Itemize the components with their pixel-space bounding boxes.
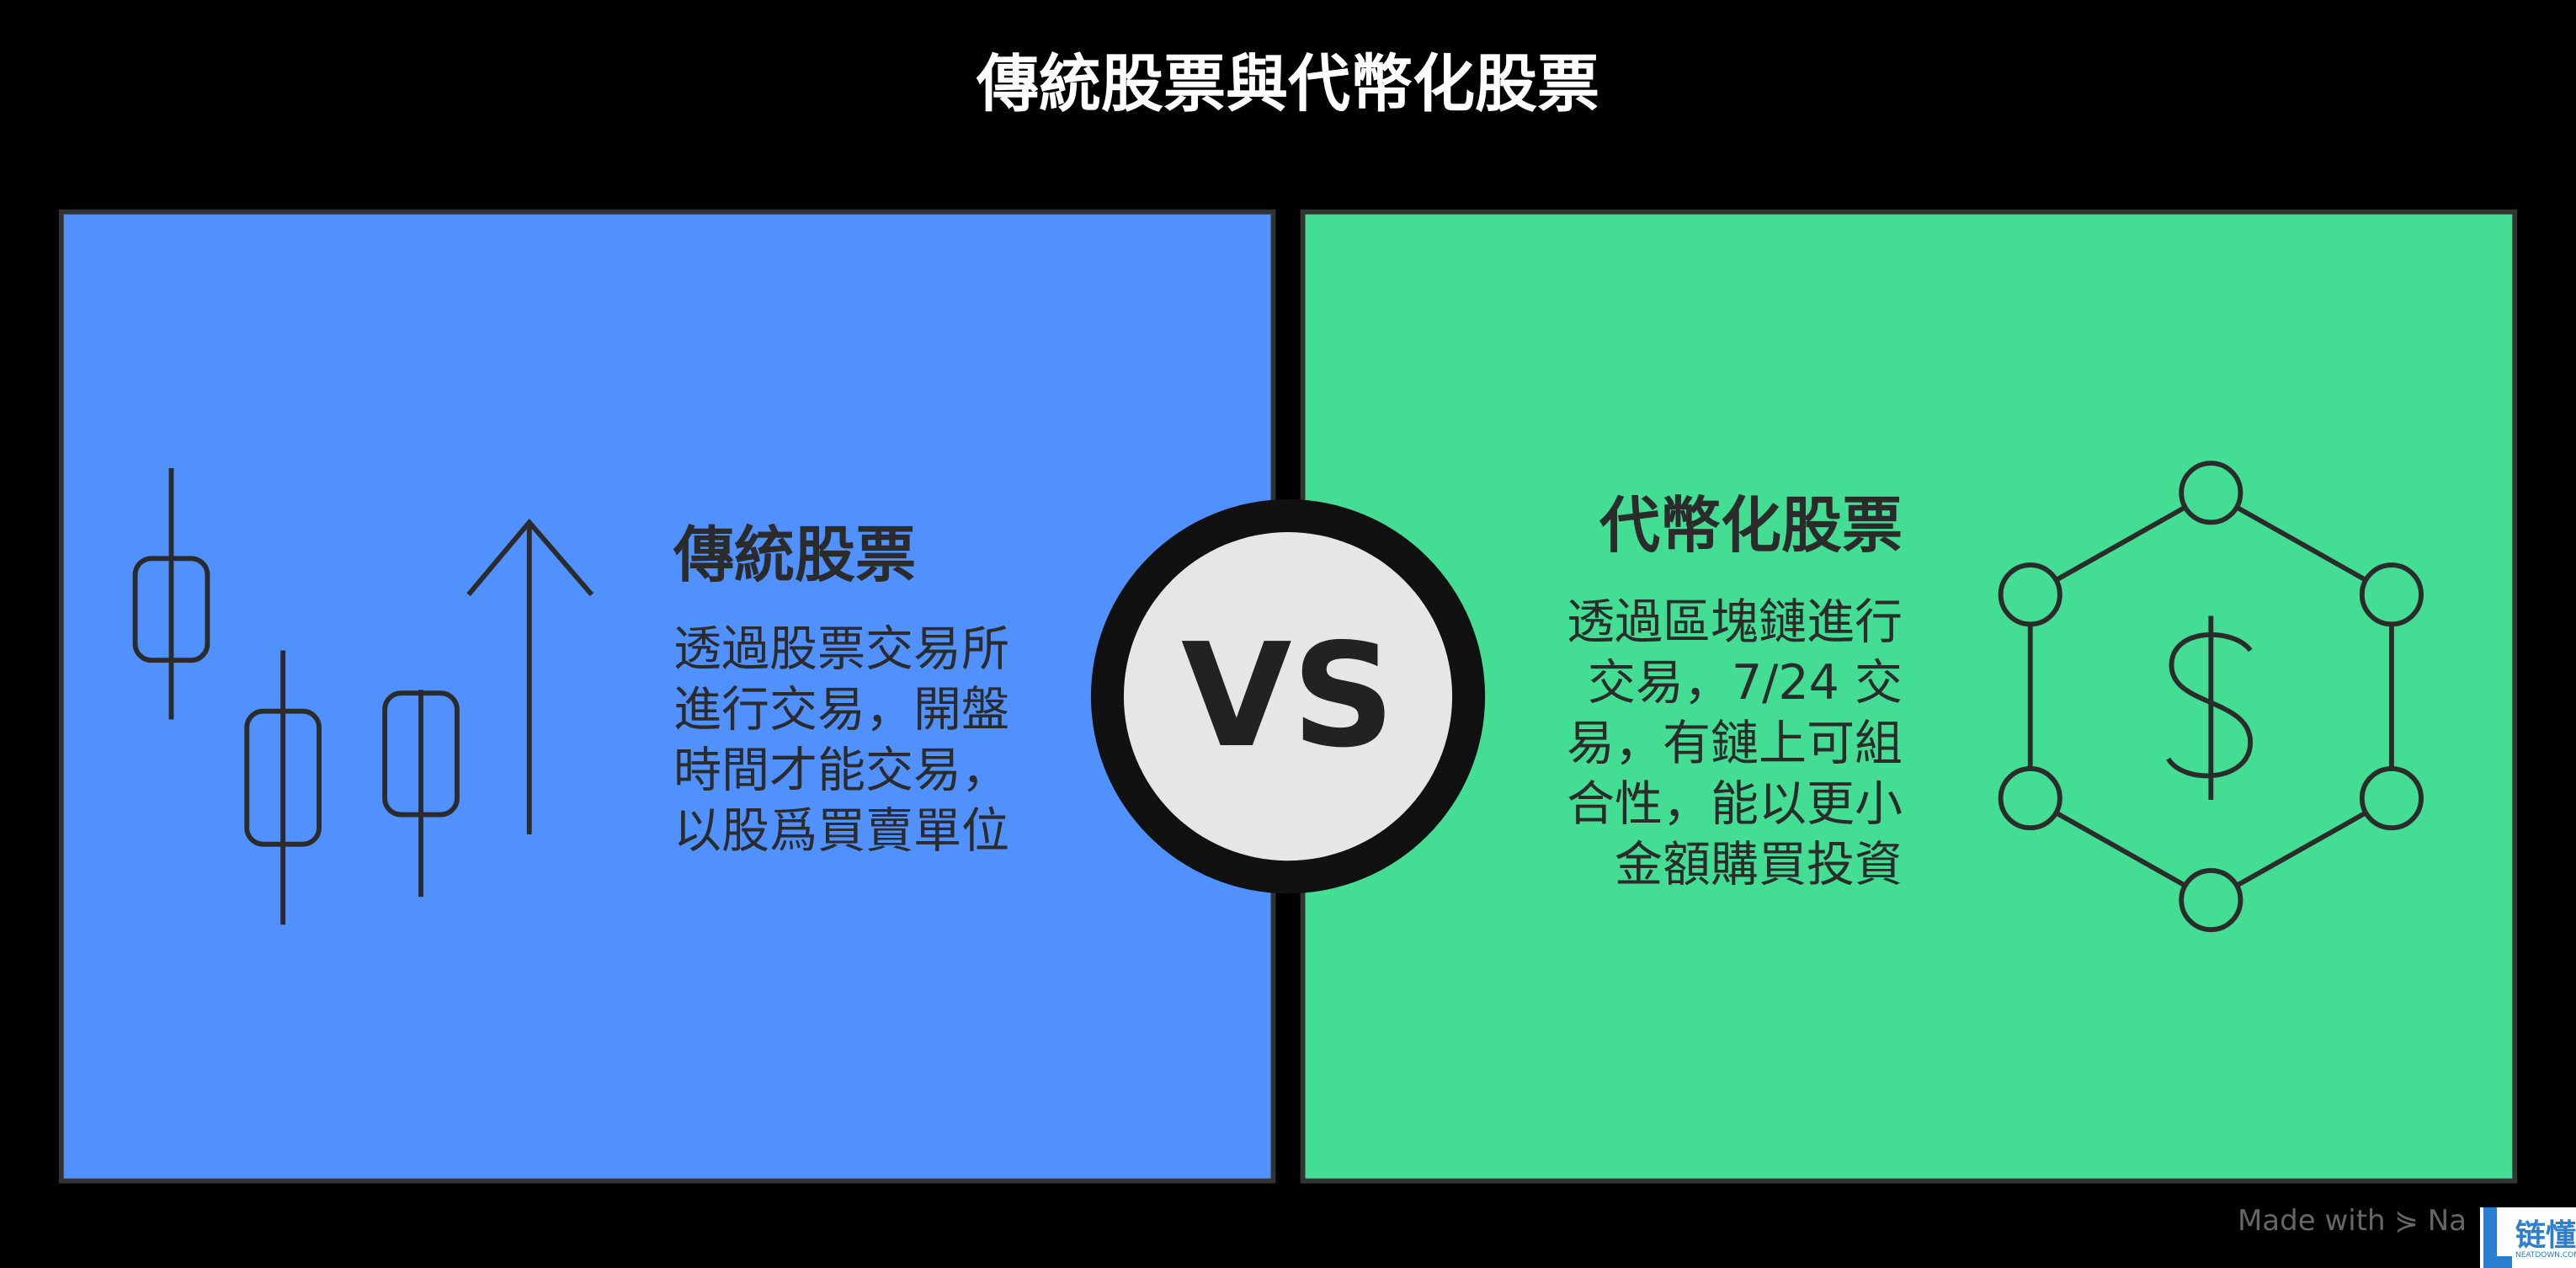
right-line: 交易，7/24 交: [1587, 655, 1903, 711]
watermark-cn: 链懂: [2515, 1218, 2576, 1253]
logo-l-shape-icon: [2483, 1207, 2497, 1268]
right-line: 透過區塊鏈進行: [1567, 594, 1903, 650]
left-line: 以股爲買賣單位: [673, 803, 1009, 859]
right-heading: 代幣化股票: [1599, 490, 1903, 561]
watermark-en: NEATDOWN.COM: [2515, 1251, 2576, 1260]
right-line: 金額購買投資: [1615, 837, 1903, 892]
left-panel: [58, 209, 1276, 1184]
dollar-icon: [2166, 615, 2254, 801]
right-panel: [1300, 209, 2518, 1184]
brand-name: Na: [2427, 1204, 2467, 1238]
page-title: 傳統股票與代幣化股票: [977, 48, 1599, 120]
left-line: 時間才能交易，: [673, 743, 1009, 798]
logo-l-foot: [2483, 1256, 2512, 1268]
left-line: 進行交易，開盤: [673, 682, 1009, 738]
made-with-credit[interactable]: Made with ⋟ Na: [2238, 1204, 2467, 1238]
left-heading: 傳統股票: [673, 519, 917, 590]
vs-badge: [1090, 499, 1486, 894]
watermark-logo: 链懂 NEATDOWN.COM: [2480, 1207, 2576, 1268]
vs-label: VS: [1180, 613, 1395, 780]
made-with-label: Made with: [2237, 1204, 2386, 1238]
left-line: 透過股票交易所: [673, 621, 1009, 677]
candlestick-chart-icon: [132, 467, 460, 925]
right-line: 易，有鏈上可組: [1567, 716, 1903, 771]
right-line: 合性，能以更小: [1567, 776, 1903, 832]
up-arrow-icon: [466, 518, 594, 834]
left-description: 透過股票交易所 進行交易，開盤 時間才能交易， 以股爲買賣單位: [673, 619, 1009, 861]
hexagon-network-icon: [1998, 461, 2424, 933]
napkin-logo-icon: ⋟: [2394, 1204, 2419, 1238]
right-description: 透過區塊鏈進行 交易，7/24 交 易，有鏈上可組 合性，能以更小 金額購買投資: [1567, 592, 1903, 895]
